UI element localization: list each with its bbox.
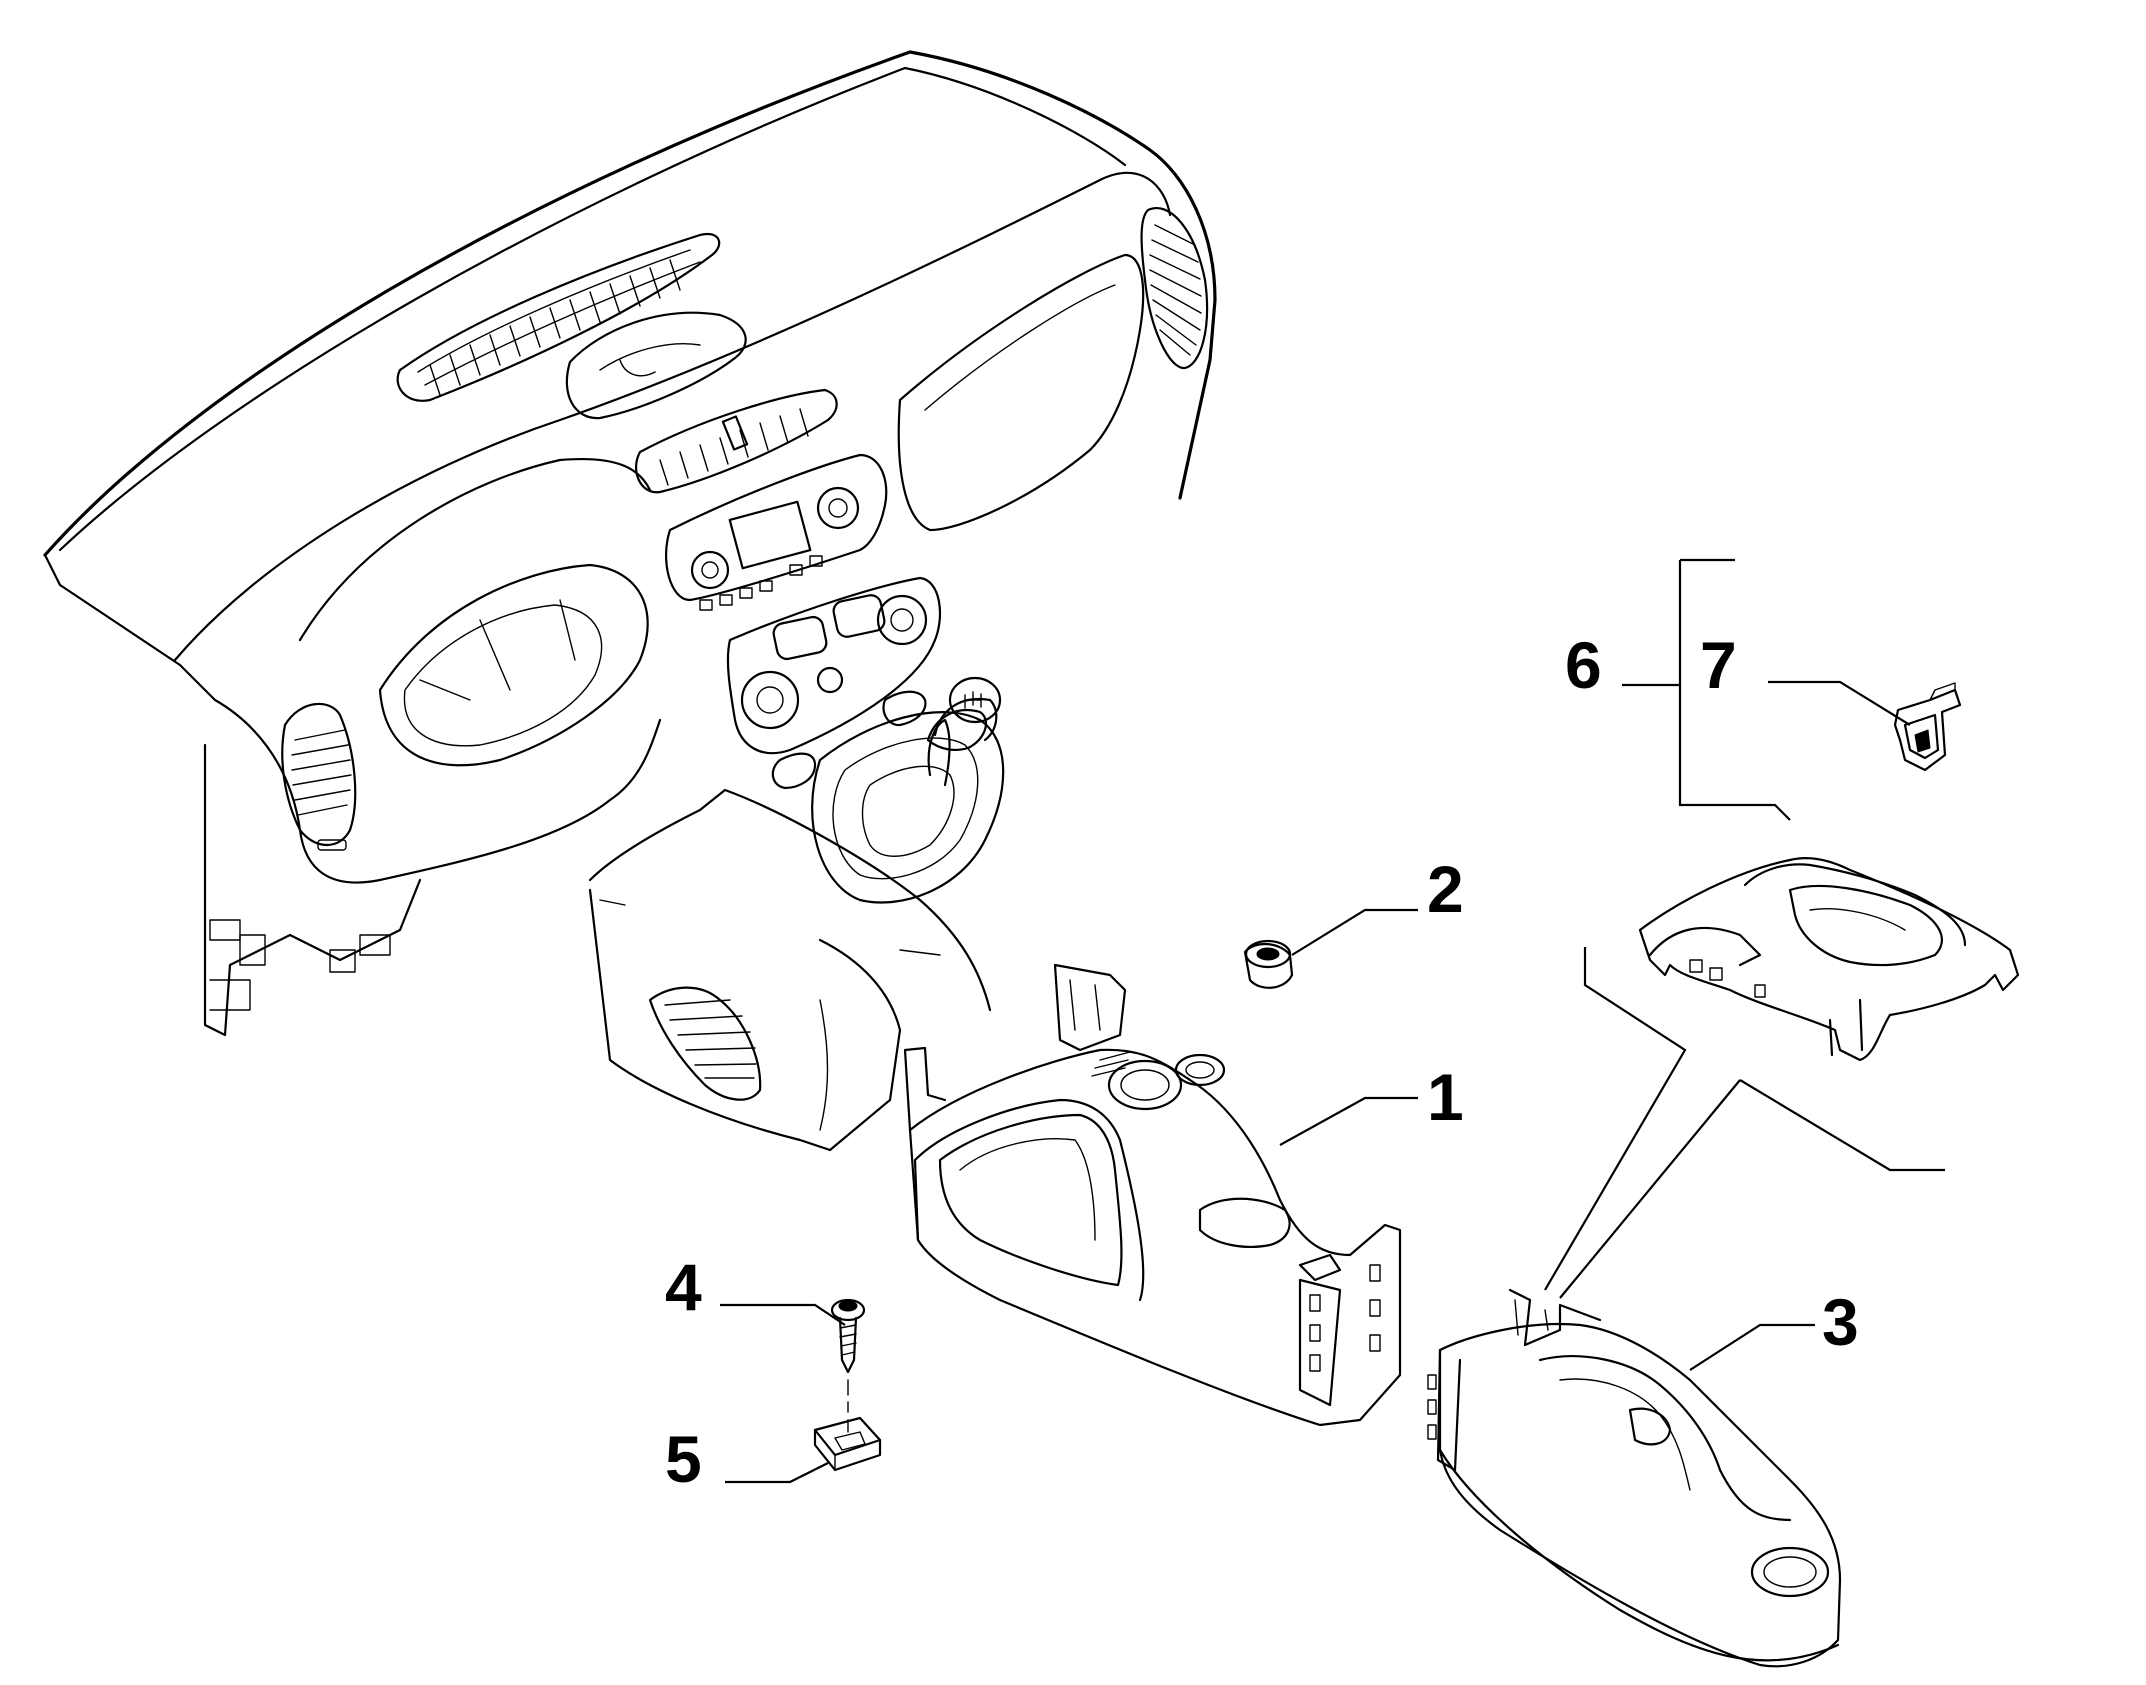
center-console-rear-icon — [1427, 1288, 1842, 1668]
bushing-ring-icon — [1243, 939, 1294, 989]
bracket-clip-icon — [1893, 682, 1962, 772]
leader-line-2 — [1291, 908, 1418, 956]
callout-5: 5 — [665, 1422, 702, 1496]
callout-4: 4 — [665, 1250, 702, 1324]
callout-3: 3 — [1822, 1285, 1859, 1359]
screw-icon — [830, 1298, 866, 1433]
console-cover-icon — [1638, 856, 2020, 1062]
center-console-front-icon — [903, 963, 1402, 1427]
leader-line-7 — [1768, 680, 1911, 726]
dashboard-illustration-icon — [43, 50, 1217, 1152]
leader-lines — [720, 558, 1945, 1484]
callout-6: 6 — [1565, 628, 1602, 702]
leader-line-1 — [1279, 1096, 1418, 1146]
leader-line-5 — [725, 1461, 831, 1484]
callout-2: 2 — [1427, 852, 1464, 926]
callout-labels: 1 2 3 4 5 6 7 — [665, 628, 1859, 1496]
clip-nut-icon — [813, 1416, 882, 1472]
callout-7: 7 — [1700, 628, 1737, 702]
callout-1: 1 — [1427, 1060, 1464, 1134]
leader-line-6 — [1622, 558, 1791, 821]
leader-line-3 — [1689, 1323, 1815, 1371]
leader-line-4 — [720, 1303, 846, 1326]
